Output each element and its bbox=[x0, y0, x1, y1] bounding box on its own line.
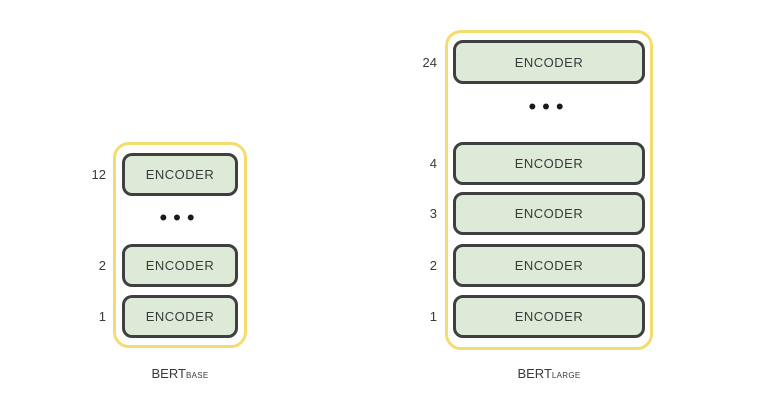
encoder-label: ENCODER bbox=[145, 167, 215, 182]
encoder-label: ENCODER bbox=[514, 156, 584, 171]
large-encoder-1: ENCODER bbox=[453, 295, 645, 338]
encoder-label: ENCODER bbox=[145, 258, 215, 273]
encoder-label: ENCODER bbox=[514, 258, 584, 273]
base-layer-number-1: 1 bbox=[98, 309, 106, 324]
caption-main: BERT bbox=[151, 366, 186, 381]
encoder-label: ENCODER bbox=[514, 206, 584, 221]
large-encoder-3: ENCODER bbox=[453, 192, 645, 235]
base-encoder-2: ENCODER bbox=[122, 244, 238, 287]
large-layer-number-24: 24 bbox=[422, 55, 437, 70]
encoder-label: ENCODER bbox=[514, 309, 584, 324]
bert-base-caption: BERTBASE bbox=[113, 366, 247, 381]
encoder-label: ENCODER bbox=[514, 54, 584, 70]
large-encoder-2: ENCODER bbox=[453, 244, 645, 287]
base-ellipsis: ••• bbox=[159, 205, 201, 230]
large-ellipsis: ••• bbox=[528, 94, 570, 119]
caption-sub: BASE bbox=[185, 371, 209, 380]
base-encoder-1: ENCODER bbox=[122, 295, 238, 338]
bert-large-stack bbox=[445, 30, 653, 350]
base-encoder-12: ENCODER bbox=[122, 153, 238, 196]
base-layer-number-2: 2 bbox=[98, 258, 106, 273]
bert-large-caption: BERTLARGE bbox=[445, 366, 653, 381]
large-encoder-4: ENCODER bbox=[453, 142, 645, 185]
base-layer-number-12: 12 bbox=[91, 167, 106, 182]
large-layer-number-1: 1 bbox=[429, 309, 437, 324]
bert-base-stack bbox=[113, 142, 247, 348]
caption-main: BERT bbox=[517, 366, 552, 381]
large-encoder-24: ENCODER bbox=[453, 40, 645, 84]
large-layer-number-4: 4 bbox=[429, 156, 437, 171]
large-layer-number-3: 3 bbox=[429, 206, 437, 221]
large-layer-number-2: 2 bbox=[429, 258, 437, 273]
encoder-label: ENCODER bbox=[145, 309, 215, 324]
caption-sub: LARGE bbox=[551, 371, 581, 380]
